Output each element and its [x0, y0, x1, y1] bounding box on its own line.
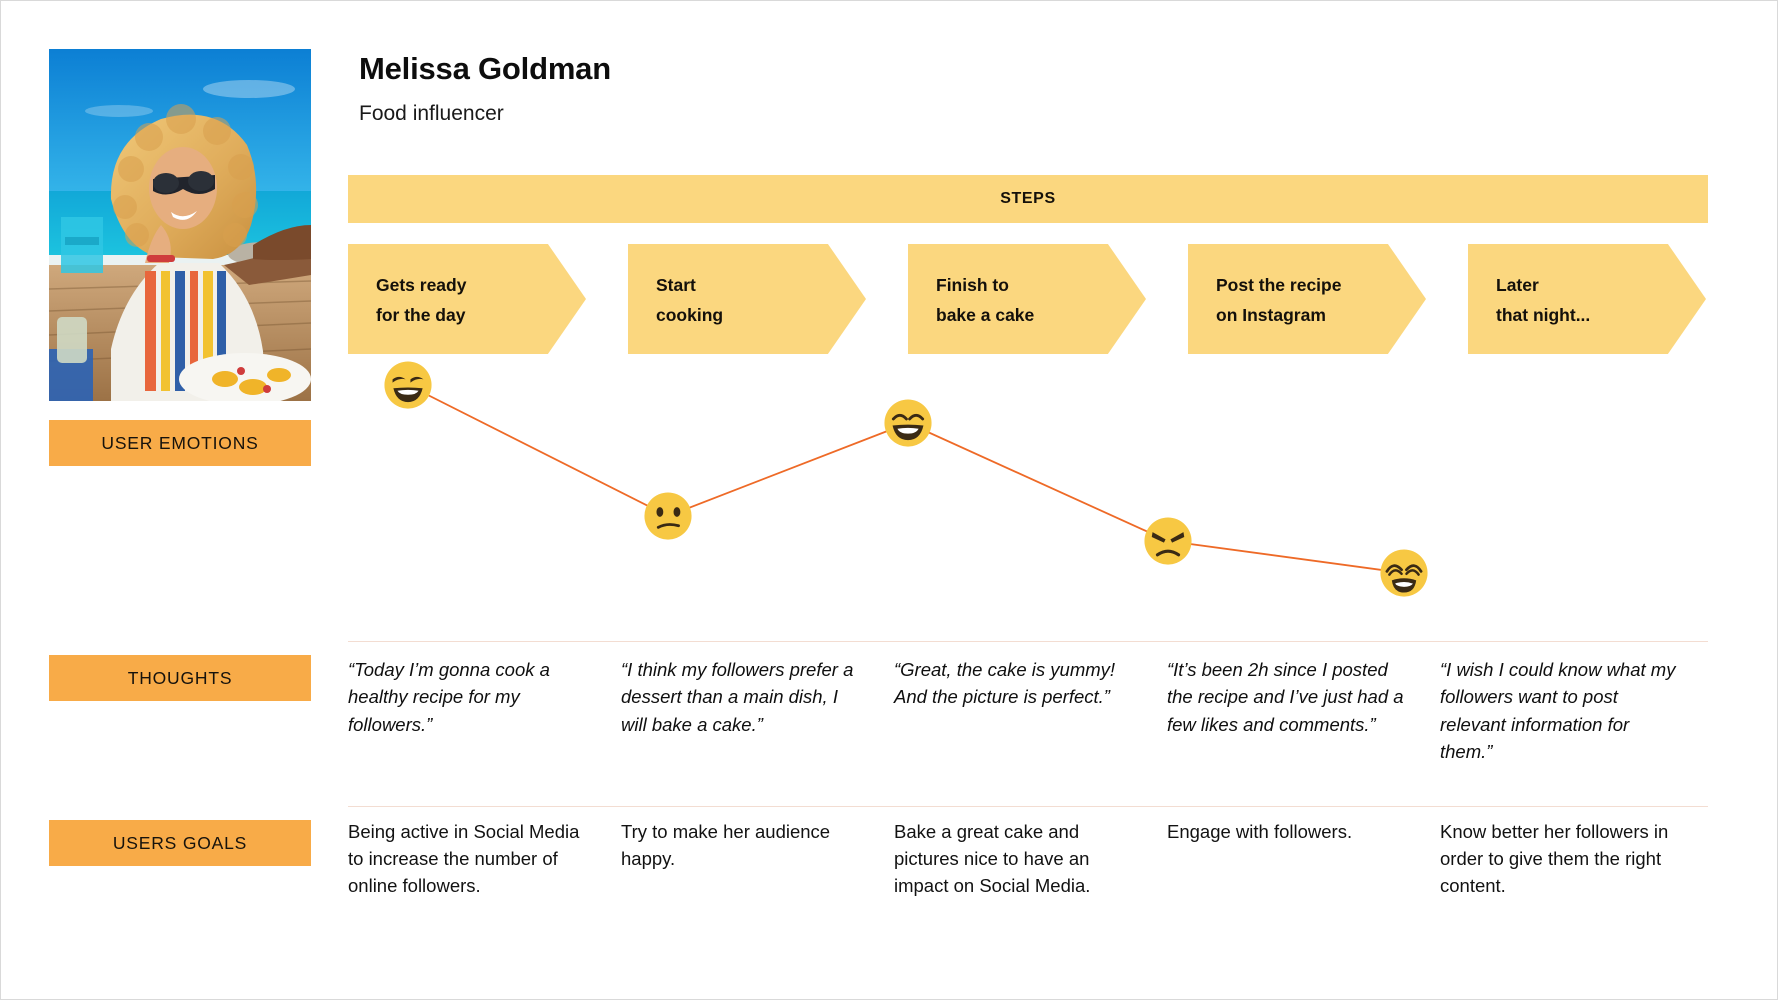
steps-banner: STEPS — [348, 175, 1708, 223]
divider-goals — [348, 806, 1708, 807]
goal-cell-5: Know better her followers in order to gi… — [1440, 818, 1713, 899]
goal-text: Engage with followers. — [1167, 821, 1353, 842]
step-line1: Gets ready — [376, 275, 467, 295]
goal-text: Bake a great cake and pictures nice to h… — [894, 821, 1091, 896]
goal-cell-4: Engage with followers. — [1167, 818, 1440, 899]
emotion-trend-line — [407, 384, 1405, 574]
emoji-weary[interactable] — [1378, 547, 1430, 599]
step-line1: Later — [1496, 275, 1539, 295]
emoji-confused[interactable] — [642, 490, 694, 542]
step-chevron-4[interactable]: Post the recipe on Instagram — [1188, 244, 1426, 354]
step-line2: that night... — [1496, 305, 1591, 326]
thought-cell-5: “I wish I could know what my followers w… — [1440, 656, 1713, 766]
persona-name: Melissa Goldman — [359, 51, 611, 86]
goals-row: Being active in Social Media to increase… — [348, 818, 1716, 899]
steps-row: Gets ready for the day Start cooking Fin… — [348, 244, 1716, 354]
thought-text: “It’s been 2h since I posted the recipe … — [1167, 659, 1404, 735]
step-line1: Post the recipe — [1216, 275, 1342, 295]
row-label-text: USERS GOALS — [112, 832, 248, 853]
step-line1: Start — [656, 275, 696, 295]
thought-text: “I think my followers prefer a dessert t… — [621, 659, 854, 735]
thought-cell-3: “Great, the cake is yummy! And the pictu… — [894, 656, 1167, 766]
persona-role: Food influencer — [359, 102, 504, 125]
step-chevron-1[interactable]: Gets ready for the day — [348, 244, 586, 354]
beach-photo-illustration — [49, 49, 311, 401]
row-label-users-goals: USERS GOALS — [49, 820, 311, 866]
goal-text: Being active in Social Media to increase… — [348, 821, 580, 896]
row-label-text: THOUGHTS — [127, 667, 233, 688]
divider-thoughts — [348, 641, 1708, 642]
goal-cell-1: Being active in Social Media to increase… — [348, 818, 621, 899]
step-chevron-5[interactable]: Later that night... — [1468, 244, 1706, 354]
row-label-thoughts: THOUGHTS — [49, 655, 311, 701]
goal-cell-2: Try to make her audience happy. — [621, 818, 894, 899]
step-chevron-2[interactable]: Start cooking — [628, 244, 866, 354]
thought-text: “I wish I could know what my followers w… — [1440, 659, 1676, 763]
emoji-angry[interactable] — [1142, 515, 1194, 567]
goal-text: Know better her followers in order to gi… — [1440, 821, 1669, 896]
step-line1: Finish to — [936, 275, 1009, 295]
emoji-grinning-squint[interactable] — [382, 359, 434, 411]
goal-cell-3: Bake a great cake and pictures nice to h… — [894, 818, 1167, 899]
step-line2: bake a cake — [936, 305, 1035, 326]
step-line2: cooking — [656, 305, 724, 326]
thought-text: “Today I’m gonna cook a healthy recipe f… — [348, 659, 550, 735]
user-emotions-chart — [348, 361, 1716, 631]
thought-cell-1: “Today I’m gonna cook a healthy recipe f… — [348, 656, 621, 766]
thought-cell-2: “I think my followers prefer a dessert t… — [621, 656, 894, 766]
thought-cell-4: “It’s been 2h since I posted the recipe … — [1167, 656, 1440, 766]
row-label-user-emotions: USER EMOTIONS — [49, 420, 311, 466]
steps-banner-title: STEPS — [1000, 190, 1056, 207]
step-line2: for the day — [376, 305, 466, 326]
thought-text: “Great, the cake is yummy! And the pictu… — [894, 659, 1116, 708]
thoughts-row: “Today I’m gonna cook a healthy recipe f… — [348, 656, 1716, 766]
step-chevron-3[interactable]: Finish to bake a cake — [908, 244, 1146, 354]
row-label-text: USER EMOTIONS — [101, 432, 259, 453]
emoji-smiling-happy[interactable] — [882, 397, 934, 449]
persona-photo — [49, 49, 311, 401]
step-line2: on Instagram — [1216, 305, 1326, 326]
goal-text: Try to make her audience happy. — [621, 821, 831, 869]
